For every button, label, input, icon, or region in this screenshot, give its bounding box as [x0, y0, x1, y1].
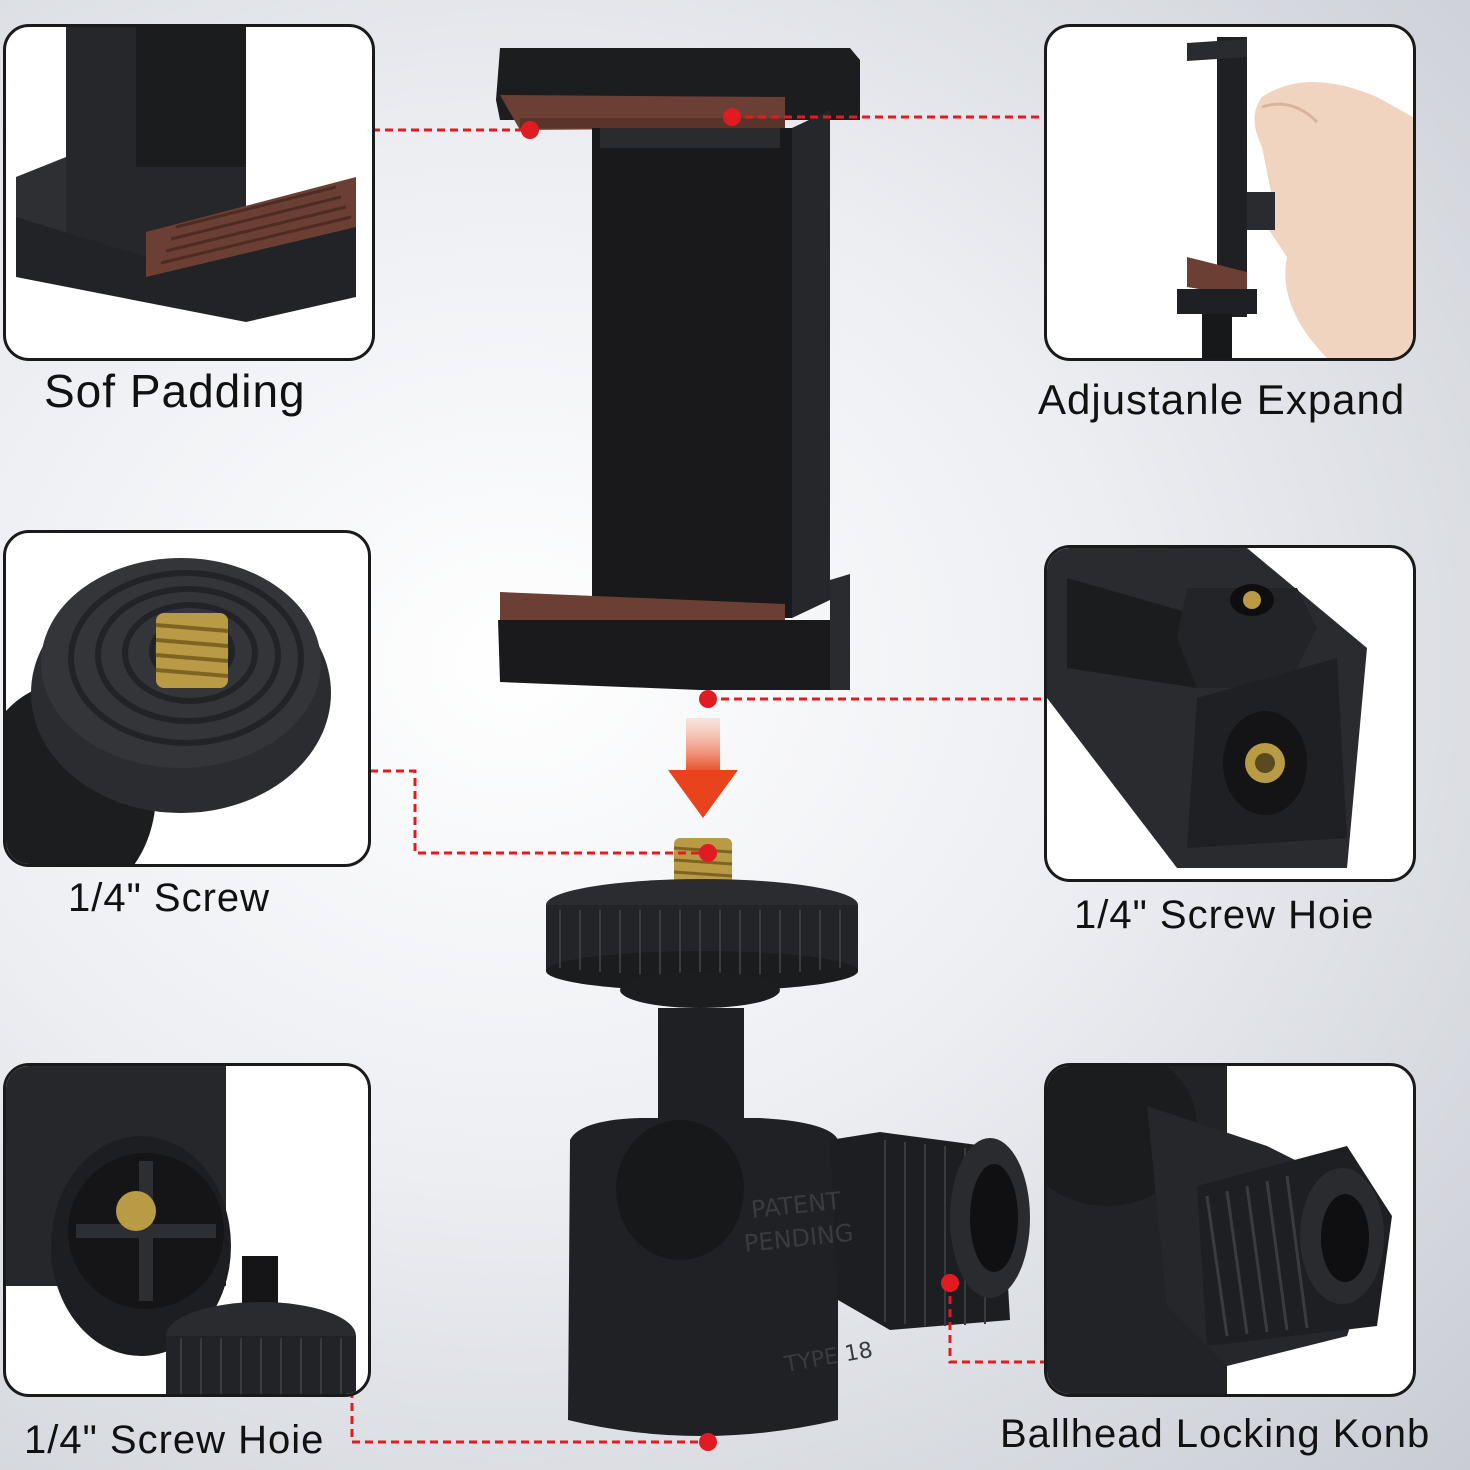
screw-hole-closeup: [1047, 548, 1367, 868]
panel-screw-hole-right: [1044, 545, 1416, 882]
phone-clamp: [496, 48, 860, 690]
panel-ballhead-knob: [1044, 1063, 1416, 1397]
panel-soft-padding: [3, 24, 375, 361]
down-arrow-icon: [668, 718, 738, 818]
screw-closeup: [6, 558, 331, 864]
caption-adjustable-expand: Adjustanle Expand: [1038, 376, 1406, 423]
knurling-lines: [559, 910, 841, 975]
caption-screw: 1/4" Screw: [68, 876, 271, 920]
panel-adjustable-expand: [1044, 24, 1416, 361]
screw-hole-bottom-closeup: [6, 1066, 356, 1394]
adjustable-expand-closeup: [1177, 37, 1413, 358]
caption-screw-hole-bottom: 1/4" Screw Hoie: [24, 1418, 325, 1462]
panel-screw-hole-bottom: [3, 1063, 371, 1397]
soft-padding-closeup: [16, 27, 356, 322]
callout-dots: [521, 108, 959, 1451]
caption-ballhead-knob: Ballhead Locking Konb: [1000, 1412, 1431, 1456]
panel-screw: [3, 530, 371, 867]
leader-ballhead-knob: [948, 1283, 1046, 1364]
caption-screw-hole-right: 1/4" Screw Hoie: [1074, 893, 1375, 937]
ballhead-knob-closeup: [1047, 1066, 1392, 1394]
ballhead-mount: PATENT PENDING TYPE 18: [546, 838, 1030, 1436]
caption-soft-padding: Sof Padding: [44, 365, 306, 417]
leader-screw: [370, 769, 708, 855]
